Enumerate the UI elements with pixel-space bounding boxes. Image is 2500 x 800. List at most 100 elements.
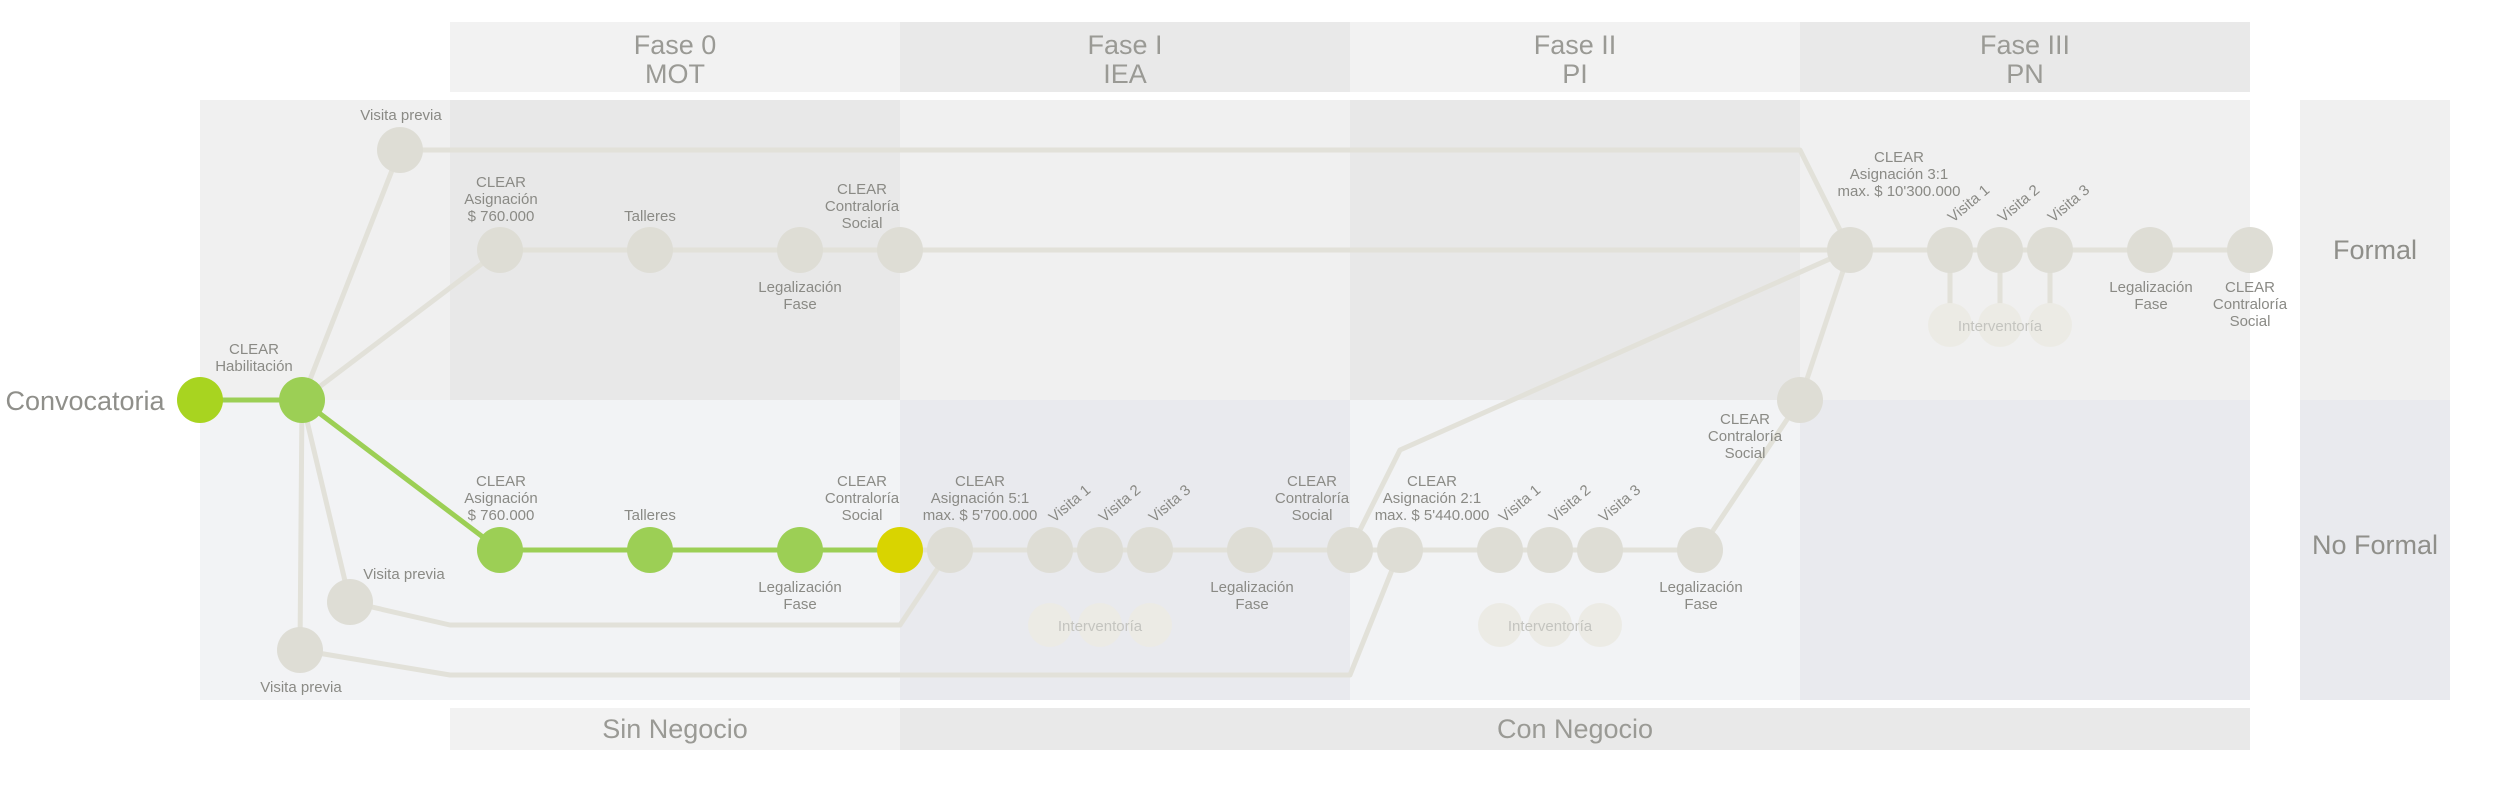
faint-node xyxy=(1078,603,1122,647)
label-noformal-legalizacion-1: Legalización xyxy=(758,579,841,596)
label-noformal-asignacion-pi-3: max. $ 5'440.000 xyxy=(1375,507,1490,524)
phase-3-code: PN xyxy=(2006,59,2044,89)
label-formal-contraloria-2: Contraloría xyxy=(825,198,900,215)
faint-node xyxy=(1528,603,1572,647)
node-noformal-visita-1 xyxy=(1027,527,1073,573)
node-formal-legalizacion xyxy=(777,227,823,273)
row-label-noformal-band xyxy=(2300,400,2450,700)
label-formal-asignacion-pn-3: max. $ 10'300.000 xyxy=(1838,183,1961,200)
faint-node xyxy=(2028,303,2072,347)
phase-header-3 xyxy=(1800,22,2250,92)
phase-2-code: PI xyxy=(1562,59,1588,89)
node-noformal-legalizacion-iea xyxy=(1227,527,1273,573)
label-visita-previa-bottom: Visita previa xyxy=(260,679,342,696)
phase-headers: Fase 0 MOT Fase I IEA Fase II PI Fase II… xyxy=(450,22,2250,92)
node-noformal-pi-visita-3 xyxy=(1577,527,1623,573)
noformal-band-left xyxy=(200,400,450,700)
phase-0-name: Fase 0 xyxy=(634,30,717,60)
label-noformal-asignacion-1: CLEAR xyxy=(476,473,526,490)
node-noformal-legalizacion xyxy=(777,527,823,573)
node-noformal-asignacion-pi xyxy=(1377,527,1423,573)
label-noformal-legalizacion-iea-1: Legalización xyxy=(1210,579,1293,596)
phase-2-name: Fase II xyxy=(1534,30,1617,60)
phase-header-2 xyxy=(1350,22,1800,92)
label-formal-contraloria-final-1: CLEAR xyxy=(2225,279,2275,296)
footer-bands: Sin Negocio Con Negocio xyxy=(450,708,2250,750)
node-formal-talleres xyxy=(627,227,673,273)
faint-node xyxy=(1028,603,1072,647)
label-noformal-asignacion-iea-3: max. $ 5'700.000 xyxy=(923,507,1038,524)
label-formal-contraloria-3: Social xyxy=(842,215,883,232)
label-formal-interventoria: Interventoría xyxy=(1958,318,2043,335)
label-habilitacion-2: Habilitación xyxy=(215,358,293,375)
label-formal-legalizacion-1: Legalización xyxy=(758,279,841,296)
label-formal-asignacion-1: CLEAR xyxy=(476,174,526,191)
label-noformal-contraloria-pi-3: Social xyxy=(1725,445,1766,462)
row-label-no-formal: No Formal xyxy=(2312,530,2438,560)
grid-bands xyxy=(200,100,2450,700)
faint-node xyxy=(1978,303,2022,347)
node-formal-visita-3 xyxy=(2027,227,2073,273)
node-formal-contraloria-final xyxy=(2227,227,2273,273)
label-formal-asignacion-2: Asignación xyxy=(464,191,537,208)
node-formal-visita-2 xyxy=(1977,227,2023,273)
phase-0-code: MOT xyxy=(645,59,705,89)
label-habilitacion-1: CLEAR xyxy=(229,341,279,358)
row-label-formal: Formal xyxy=(2333,235,2417,265)
label-noformal-contraloria-1: CLEAR xyxy=(837,473,887,490)
node-current-step xyxy=(877,527,923,573)
phase-3-name: Fase III xyxy=(1980,30,2070,60)
footer-con-negocio: Con Negocio xyxy=(1497,714,1653,744)
label-formal-contraloria-final-3: Social xyxy=(2230,313,2271,330)
label-noformal-talleres: Talleres xyxy=(624,507,676,524)
label-noformal-asignacion-2: Asignación xyxy=(464,490,537,507)
label-formal-legalizacion-2: Fase xyxy=(783,296,816,313)
label-formal-legalizacion-pn-2: Fase xyxy=(2134,296,2167,313)
phase-header-0 xyxy=(450,22,900,92)
label-noformal-asignacion-pi-2: Asignación 2:1 xyxy=(1383,490,1481,507)
label-noformal-asignacion-iea-2: Asignación 5:1 xyxy=(931,490,1029,507)
node-formal-asignacion-pn xyxy=(1827,227,1873,273)
connector-visita-top xyxy=(299,147,1853,403)
label-noformal-contraloria-iea-3: Social xyxy=(1292,507,1333,524)
connector-formal-to-noformal xyxy=(1347,247,1853,553)
label-formal-asignacion-pn-2: Asignación 3:1 xyxy=(1850,166,1948,183)
label-formal-contraloria-1: CLEAR xyxy=(837,181,887,198)
node-formal-visita-1 xyxy=(1927,227,1973,273)
label-noformal-legalizacion-pi-1: Legalización xyxy=(1659,579,1742,596)
label-noformal-legalizacion-2: Fase xyxy=(783,596,816,613)
label-noformal-asignacion-3: $ 760.000 xyxy=(468,507,535,524)
label-noformal-asignacion-pi-1: CLEAR xyxy=(1407,473,1457,490)
node-noformal-asignacion xyxy=(477,527,523,573)
noformal-band-phase-3 xyxy=(1800,400,2250,700)
label-noformal-interventoria: Interventoría xyxy=(1058,618,1143,635)
phase-1-name: Fase I xyxy=(1087,30,1162,60)
node-noformal-visita-2 xyxy=(1077,527,1123,573)
node-visita-previa-top xyxy=(377,127,423,173)
label-formal-asignacion-pn-1: CLEAR xyxy=(1874,149,1924,166)
node-habilitacion xyxy=(279,377,325,423)
node-noformal-legalizacion-pi xyxy=(1677,527,1723,573)
node-noformal-asignacion-iea xyxy=(927,527,973,573)
footer-sin-negocio-band xyxy=(450,708,900,750)
phase-1-code: IEA xyxy=(1103,59,1147,89)
node-noformal-contraloria-pi xyxy=(1777,377,1823,423)
node-convocatoria xyxy=(177,377,223,423)
label-noformal-legalizacion-pi-2: Fase xyxy=(1684,596,1717,613)
label-formal-asignacion-3: $ 760.000 xyxy=(468,208,535,225)
node-formal-asignacion xyxy=(477,227,523,273)
node-noformal-talleres xyxy=(627,527,673,573)
label-noformal-contraloria-iea-1: CLEAR xyxy=(1287,473,1337,490)
label-noformal-contraloria-pi-2: Contraloría xyxy=(1708,428,1783,445)
faint-node xyxy=(1928,303,1972,347)
node-formal-contraloria xyxy=(877,227,923,273)
label-visita-previa-top: Visita previa xyxy=(360,107,442,124)
faint-node xyxy=(1128,603,1172,647)
label-noformal-contraloria-3: Social xyxy=(842,507,883,524)
label-noformal-legalizacion-iea-2: Fase xyxy=(1235,596,1268,613)
node-noformal-pi-visita-1 xyxy=(1477,527,1523,573)
label-formal-talleres: Talleres xyxy=(624,208,676,225)
interventoria-faint-nodes xyxy=(1028,303,2072,647)
label-noformal-contraloria-2: Contraloría xyxy=(825,490,900,507)
